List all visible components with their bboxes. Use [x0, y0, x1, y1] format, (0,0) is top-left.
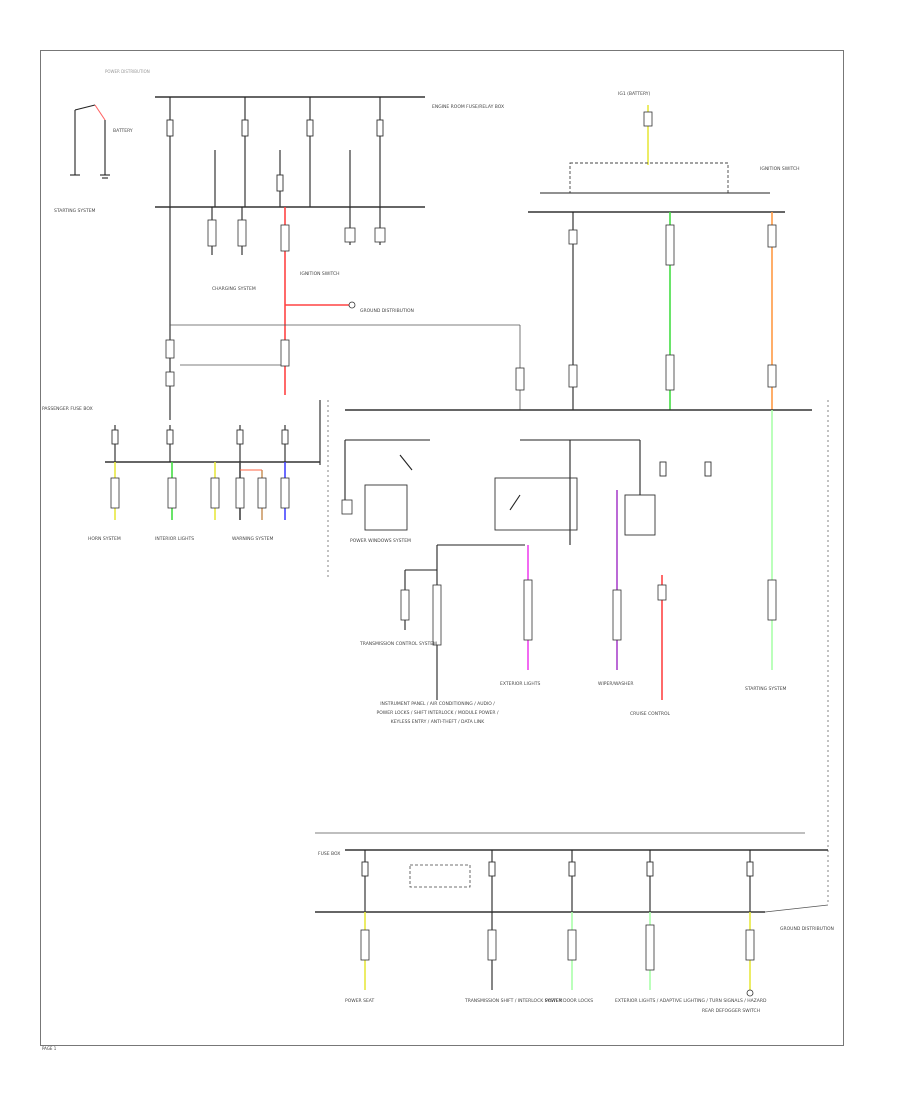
ground-connectors	[344, 207, 386, 245]
power-seat-label: POWER SEAT	[345, 998, 375, 1004]
page-label: PAGE 1	[42, 1046, 57, 1051]
battery-symbol	[70, 104, 110, 179]
battery-label: BATTERY	[113, 128, 133, 134]
engine-room-fuses	[166, 97, 384, 207]
relay-block	[341, 439, 712, 545]
fuse-box-b-label: FUSE BOX	[318, 851, 340, 857]
wiper-washer-label: WIPER/WASHER	[598, 681, 633, 687]
passenger-fuses	[111, 425, 289, 462]
transmission-shift-label: TRANSMISSION SHIFT / INTERLOCK SYSTEM	[464, 998, 563, 1004]
exterior-lights-2-label: EXTERIOR LIGHTS / ADAPTIVE LIGHTING / TU…	[615, 998, 767, 1004]
warning-system-label: WARNING SYSTEM	[232, 536, 273, 542]
interior-lights-label: INTERIOR LIGHTS	[155, 536, 194, 542]
lower-fuses	[361, 850, 754, 912]
cruise-control-label: CRUISE CONTROL	[630, 711, 670, 717]
power-windows-label: POWER WINDOWS SYSTEM	[350, 538, 411, 544]
engine-room-box-label: ENGINE ROOM FUSE/RELAY BOX	[432, 104, 504, 110]
diagram-header: POWER DISTRIBUTION	[105, 69, 150, 74]
passenger-fuse-box-label: PASSENGER FUSE BOX	[42, 406, 93, 412]
ground-ref-label: GROUND DISTRIBUTION	[780, 926, 834, 932]
ground-distribution-label: GROUND DISTRIBUTION	[360, 308, 414, 314]
horn-system-label: HORN SYSTEM	[88, 536, 121, 542]
charging-system-label: CHARGING SYSTEM	[212, 286, 256, 292]
starting-system-2-label: STARTING SYSTEM	[745, 686, 787, 692]
ignition-switch-right-label: IGNITION SWITCH	[760, 166, 800, 172]
diagram-frame	[40, 50, 844, 1046]
rear-defogger-label: REAR DEFOGGER SWITCH	[702, 1008, 760, 1014]
power-door-locks-label: POWER DOOR LOCKS	[545, 998, 593, 1004]
ignition-source-label: IG1 (BATTERY)	[618, 91, 651, 97]
exterior-lights-label: EXTERIOR LIGHTS	[500, 681, 540, 687]
ignition-switch-label: IGNITION SWITCH	[300, 271, 340, 277]
system-list: INSTRUMENT PANEL / AIR CONDITIONING / AU…	[377, 702, 499, 725]
ignition-switch-box	[569, 162, 729, 194]
starting-system-label: STARTING SYSTEM	[54, 208, 96, 214]
transmission-control-label: TRANSMISSION CONTROL SYSTEM	[359, 641, 437, 647]
